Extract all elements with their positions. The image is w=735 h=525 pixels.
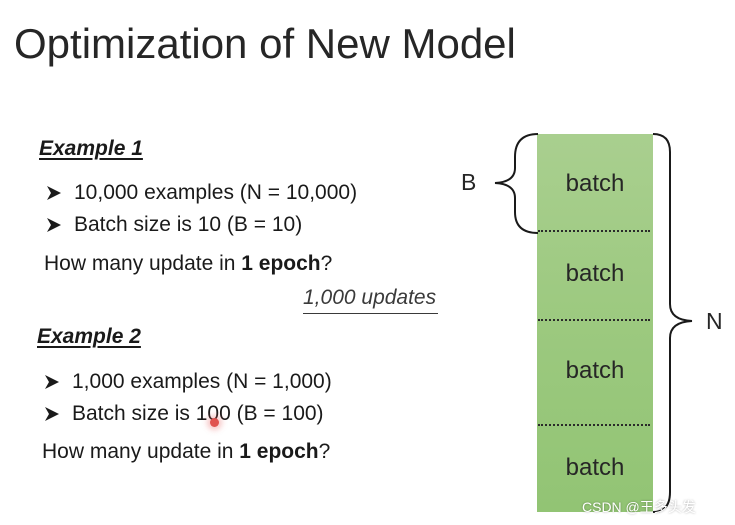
- example-1-bullet-1: 10,000 examples (N = 10,000): [46, 181, 357, 205]
- batch-label: batch: [565, 170, 625, 197]
- batch-cell-1: batch: [537, 134, 653, 228]
- batch-cell-3: batch: [537, 319, 653, 413]
- arrow-bullet-icon: [45, 375, 59, 389]
- example-1-question: How many update in 1 epoch?: [44, 252, 332, 276]
- slide-title: Optimization of New Model: [14, 20, 516, 67]
- example-1-bullet-1-text: 10,000 examples (N = 10,000): [74, 181, 358, 204]
- example-1-heading: Example 1: [39, 137, 143, 160]
- dataset-size-label: N: [706, 308, 723, 334]
- batch-label: batch: [565, 357, 625, 384]
- question-prefix: How many update in: [44, 252, 242, 275]
- batch-divider: [538, 319, 650, 321]
- question-emphasis: 1 epoch: [241, 252, 321, 275]
- batch-divider: [538, 230, 650, 232]
- example-2-bullet-2: Batch size is 100 (B = 100): [44, 402, 324, 426]
- example-1-bullet-2-text: Batch size is 10 (B = 10): [74, 213, 303, 236]
- example-2-bullet-1-text: 1,000 examples (N = 1,000): [72, 370, 332, 393]
- batch-size-label: B: [461, 169, 477, 195]
- example-1-answer: 1,000 updates: [303, 286, 439, 314]
- batch-cell-4: batch: [537, 424, 653, 518]
- example-2-bullet-2-text: Batch size is 100 (B = 100): [72, 402, 324, 425]
- batch-size-brace: [494, 133, 539, 234]
- example-2-heading: Example 2: [37, 325, 141, 348]
- example-1-bullet-2: Batch size is 10 (B = 10): [46, 213, 302, 237]
- question-suffix: ?: [318, 440, 331, 463]
- batch-cell-2: batch: [537, 230, 653, 324]
- arrow-bullet-icon: [47, 186, 61, 200]
- batch-stack: batch batch batch batch: [537, 134, 653, 512]
- arrow-bullet-icon: [47, 218, 61, 232]
- watermark: CSDN @王多头发: [582, 499, 696, 515]
- cursor-highlight: [210, 418, 219, 427]
- example-2-question: How many update in 1 epoch?: [42, 440, 330, 464]
- question-prefix: How many update in: [42, 440, 240, 463]
- question-emphasis: 1 epoch: [239, 440, 319, 463]
- batch-label: batch: [565, 454, 625, 481]
- example-2-bullet-1: 1,000 examples (N = 1,000): [44, 370, 332, 394]
- batch-label: batch: [565, 260, 625, 287]
- dataset-size-brace: [652, 133, 693, 513]
- arrow-bullet-icon: [45, 407, 59, 421]
- question-suffix: ?: [320, 252, 333, 275]
- batch-divider: [538, 424, 650, 426]
